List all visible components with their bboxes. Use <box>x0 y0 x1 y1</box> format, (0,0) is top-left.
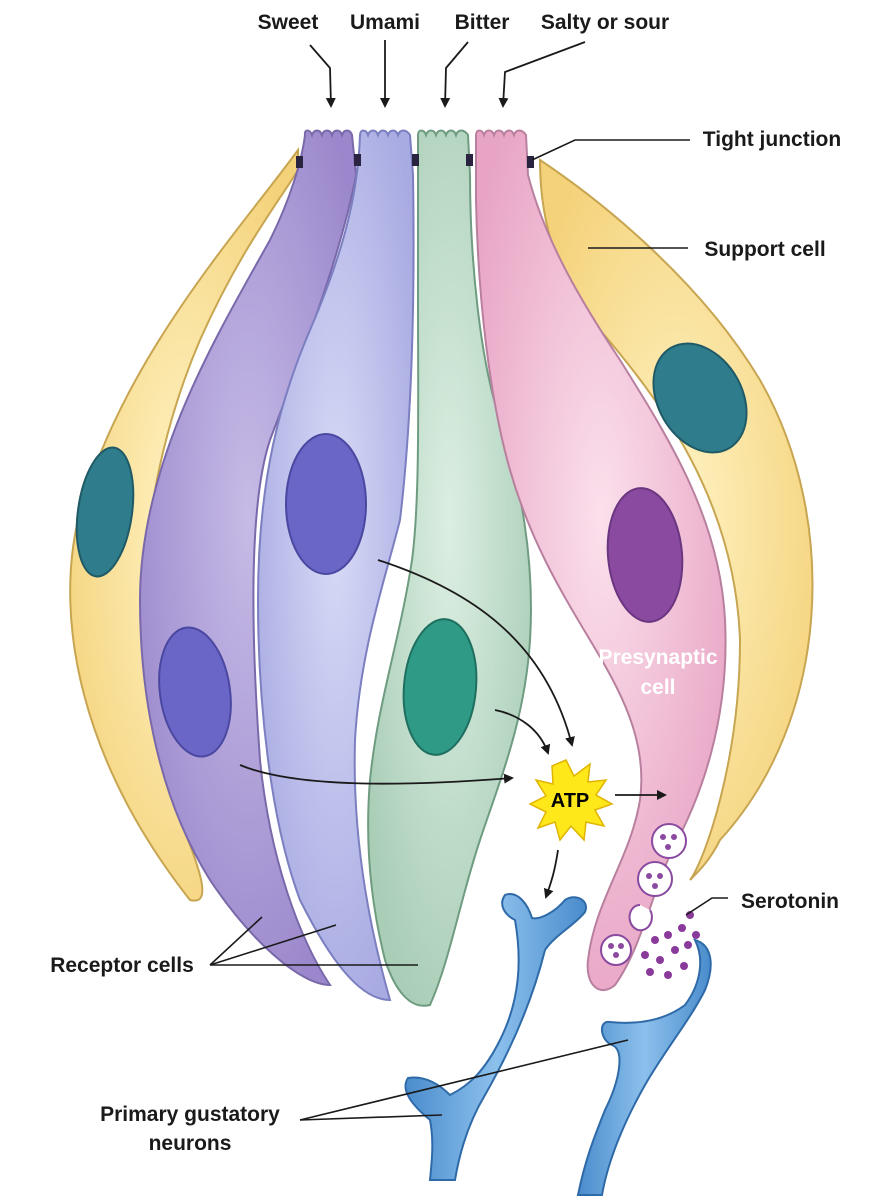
label-sweet: Sweet <box>258 11 319 34</box>
label-presynaptic-line1: Presynaptic <box>598 646 717 669</box>
arrow-sweet-to-atp <box>239 764 514 785</box>
neuron-right <box>576 938 712 1196</box>
presynaptic-cell <box>475 129 727 991</box>
support-cell-left <box>69 146 299 902</box>
bitter-receptor-cell <box>367 129 532 1007</box>
leader-receptor-2 <box>209 924 337 966</box>
leader-receptor-1 <box>209 916 263 966</box>
label-bitter: Bitter <box>455 11 510 34</box>
neuron-left <box>404 893 587 1181</box>
leader-neuron-1 <box>299 1114 443 1121</box>
atp-label: ATP <box>551 790 590 812</box>
arrow-atp-to-neuron <box>543 849 559 899</box>
umami-cell-nucleus <box>285 433 367 575</box>
label-receptor-cells: Receptor cells <box>50 954 194 977</box>
arrow-salty-sour <box>498 41 586 108</box>
arrow-sweet <box>309 44 336 108</box>
atp-burst: ATP <box>528 759 614 842</box>
support-cell-left-nucleus <box>75 446 135 578</box>
arrow-bitter-to-atp <box>494 709 551 755</box>
label-neurons-line1: Primary gustatory <box>100 1103 280 1126</box>
label-neurons-line2: neurons <box>149 1132 232 1155</box>
label-presynaptic-line2: cell <box>640 676 675 699</box>
label-support-cell: Support cell <box>704 238 825 261</box>
serotonin-vesicles <box>600 823 687 966</box>
leader-neuron-2 <box>299 1039 629 1121</box>
support-cell-right <box>538 158 814 881</box>
leader-serotonin <box>685 897 728 916</box>
tight-junction-marks <box>296 154 534 168</box>
label-serotonin: Serotonin <box>741 890 839 913</box>
support-cell-right-nucleus <box>652 342 748 454</box>
presynaptic-cell-nucleus <box>606 487 684 623</box>
bitter-cell-nucleus <box>402 618 478 756</box>
serotonin-particles <box>641 911 700 979</box>
label-tight-junction: Tight junction <box>703 128 841 151</box>
leader-tight-junction <box>531 139 690 161</box>
arrow-umami-to-atp <box>377 559 575 747</box>
label-umami: Umami <box>350 11 420 34</box>
sweet-receptor-cell <box>138 129 358 987</box>
sweet-cell-nucleus <box>158 626 232 758</box>
arrow-bitter <box>440 41 469 108</box>
label-salty-or-sour: Salty or sour <box>541 11 669 34</box>
